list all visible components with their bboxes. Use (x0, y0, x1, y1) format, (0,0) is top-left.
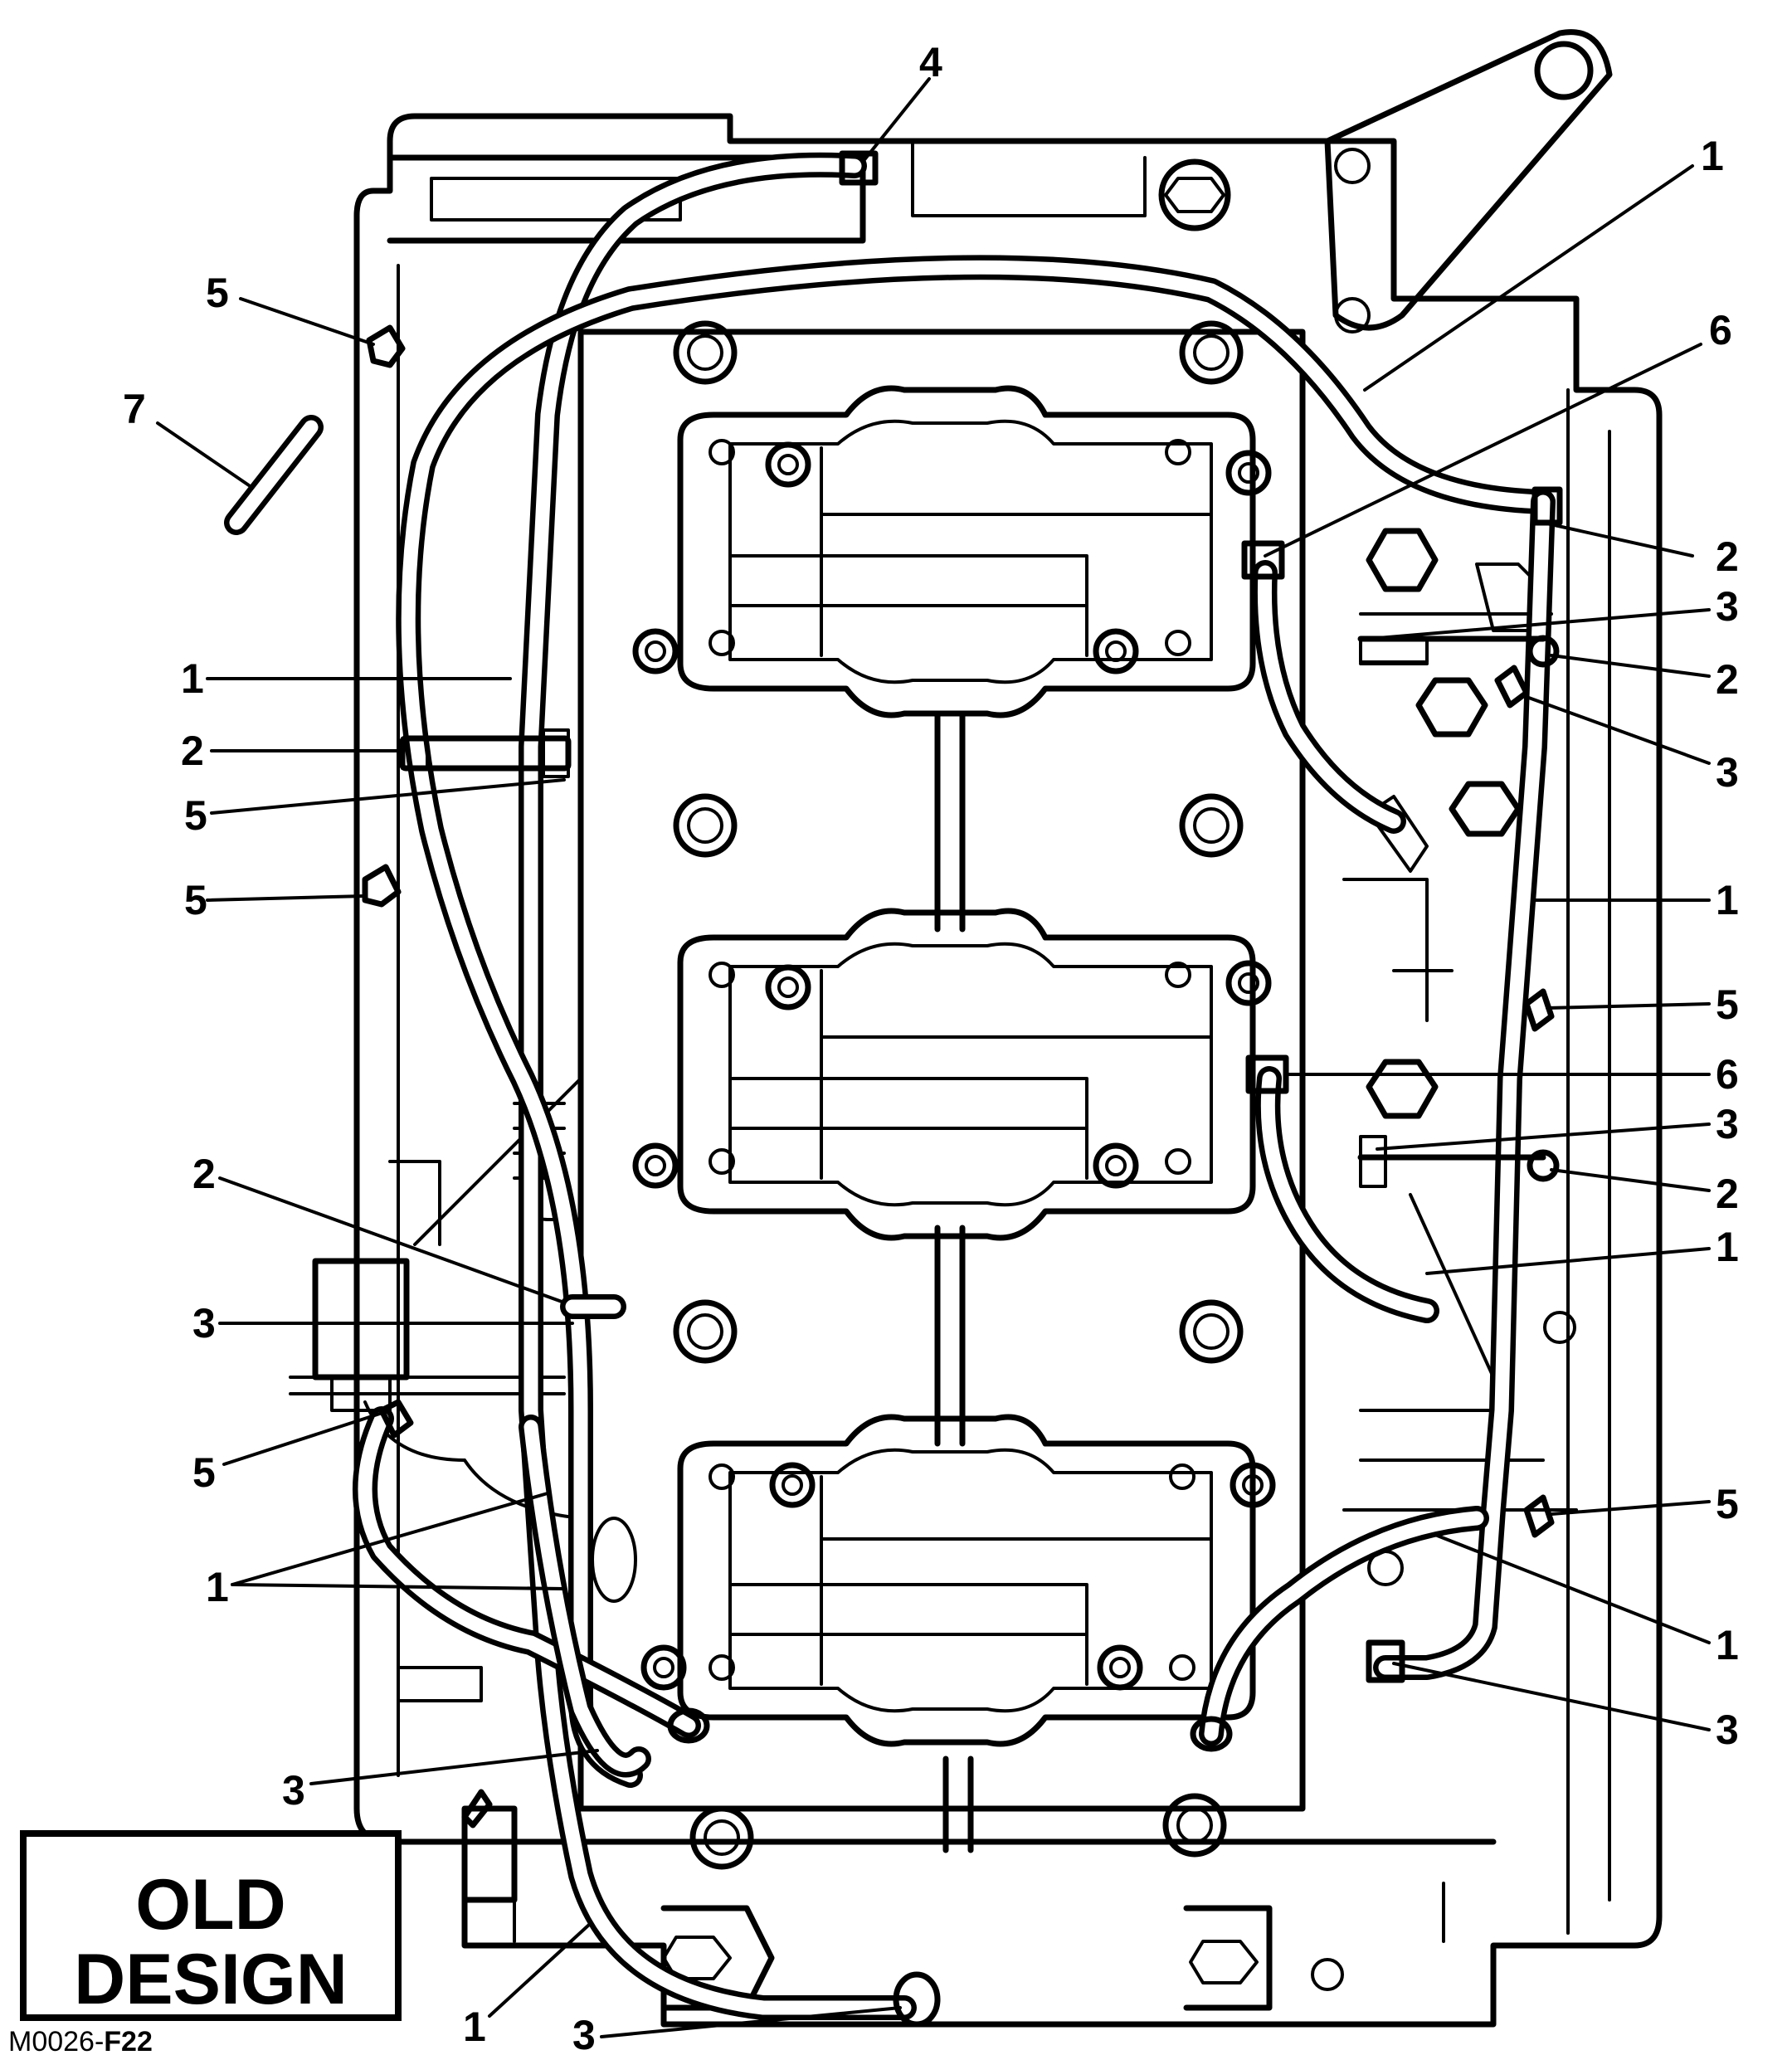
callout-label: 2 (181, 728, 204, 774)
callout-label: 1 (181, 655, 204, 702)
callout-labels: 4 1 6 5 7 2 3 2 1 2 3 5 5 1 5 6 3 2 2 1 … (123, 39, 1739, 2055)
callout-label: 1 (1716, 1622, 1739, 1668)
figure-id: M0026-F22 (8, 2026, 153, 2055)
reed-cover-upper (632, 385, 1272, 718)
callout-label: 2 (1716, 533, 1739, 580)
callout-label: 2 (1716, 656, 1739, 703)
figure-id-suffix: F22 (104, 2026, 153, 2055)
callout-label: 2 (1716, 1171, 1739, 1217)
callout-label: 1 (1716, 1224, 1739, 1270)
right-side-fittings (1342, 528, 1578, 1586)
callout-label: 5 (192, 1449, 216, 1496)
callout-label: 5 (1716, 981, 1739, 1028)
callout-label: 5 (1716, 1481, 1739, 1527)
callout-label: 1 (206, 1564, 229, 1610)
old-design-badge: OLD DESIGN (20, 1830, 402, 2021)
hose-clamps (224, 150, 1563, 2028)
hoses (353, 152, 1556, 2020)
reed-cover-middle (632, 908, 1272, 1241)
callout-label: 6 (1709, 307, 1732, 353)
callout-label: 3 (1716, 583, 1739, 630)
callout-label: 3 (282, 1767, 305, 1814)
callout-label: 1 (463, 2004, 486, 2050)
callout-label: 3 (192, 1300, 216, 1346)
leader-lines (156, 77, 1711, 2038)
callout-label: 3 (1716, 1707, 1739, 1753)
callout-label: 1 (1716, 877, 1739, 923)
figure-id-prefix: M0026- (8, 2026, 104, 2055)
callout-label: 3 (1716, 749, 1739, 796)
callout-label: 2 (192, 1151, 216, 1197)
callout-label: 4 (919, 39, 942, 85)
callout-label: 7 (123, 386, 146, 432)
callout-label: 5 (184, 877, 207, 923)
callout-label: 1 (1701, 133, 1724, 179)
reed-cover-lower (640, 1414, 1276, 1747)
callout-label: 3 (572, 2012, 596, 2055)
badge-line-1: OLD (135, 1865, 286, 1945)
badge-line-2: DESIGN (74, 1940, 348, 2019)
callout-label: 6 (1716, 1051, 1739, 1098)
callout-label: 5 (184, 792, 207, 839)
callout-label: 5 (206, 270, 229, 316)
callout-label: 3 (1716, 1101, 1739, 1147)
